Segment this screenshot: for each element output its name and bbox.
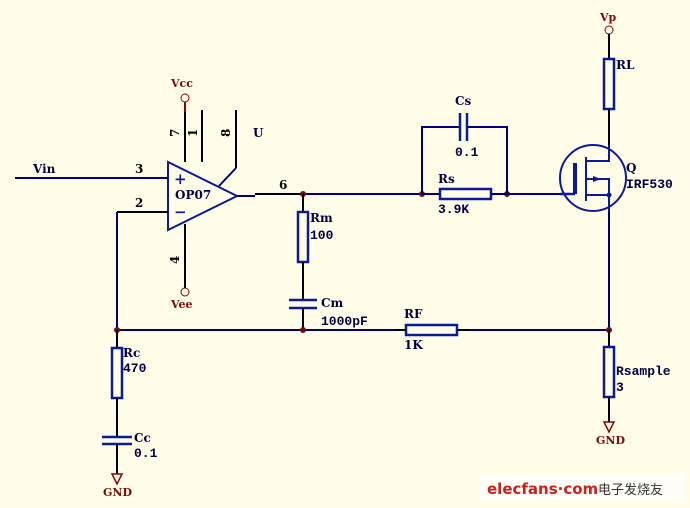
rm-value: 100 — [310, 228, 334, 243]
vee-terminal — [180, 287, 190, 297]
q-ref: Q — [626, 161, 636, 175]
opamp-minus-sign: − — [174, 203, 187, 221]
rf-value: 1K — [404, 338, 423, 352]
mosfet-drain — [586, 145, 610, 162]
rs-value: 3.9K — [438, 202, 469, 217]
opamp-plus-sign: + — [174, 170, 187, 188]
mosfet-arrow — [593, 176, 601, 182]
opamp-triangle — [167, 160, 240, 232]
vcc-terminal — [180, 93, 190, 103]
rm-ref: Rm — [310, 211, 333, 225]
pin8-diag — [218, 167, 237, 187]
vcc-label: Vcc — [170, 77, 193, 90]
gnd-right-label: GND — [596, 434, 625, 447]
rm-resistor — [296, 210, 310, 264]
vin-label: Vin — [32, 162, 56, 176]
mosfet-body-link — [586, 178, 610, 195]
rc-ref: Rc — [123, 346, 140, 360]
cc-value: 0.1 — [134, 446, 158, 461]
rc-resistor — [110, 346, 124, 400]
pin4-number: 4 — [168, 256, 182, 264]
rsample-ref: Rsample — [616, 364, 671, 379]
rs-ref: Rs — [438, 172, 455, 186]
mosfet-source-dot — [606, 192, 612, 198]
gnd-right-icon — [602, 421, 616, 434]
gnd-left-icon — [110, 473, 124, 486]
rsample-value: 3 — [616, 380, 624, 395]
vp-label: Vp — [599, 11, 617, 24]
mosfet-body — [559, 144, 627, 212]
pin8-number: 8 — [219, 129, 233, 137]
vee-label: Vee — [170, 298, 193, 311]
cs-value: 0.1 — [455, 145, 479, 160]
gnd-left-label: GND — [103, 486, 132, 499]
cm-ref: Cm — [321, 296, 344, 310]
rsample-resistor — [602, 345, 616, 399]
rf-ref: RF — [404, 307, 423, 321]
mosfet-q — [559, 144, 627, 212]
rl-resistor — [602, 57, 616, 111]
rl-ref: RL — [616, 58, 635, 72]
rs-resistor — [438, 187, 493, 201]
junction-cm — [300, 327, 306, 333]
cc-ref: Cc — [134, 431, 151, 445]
cs-wire-left — [421, 126, 460, 194]
pin2-number: 2 — [135, 196, 143, 210]
rf-resistor — [404, 323, 459, 337]
watermark-background — [480, 474, 685, 502]
watermark-site: elecfans·com — [487, 480, 598, 498]
cs-ref: Cs — [455, 94, 472, 108]
cm-value: 1000pF — [321, 314, 368, 329]
vp-terminal — [604, 25, 614, 35]
pin6-number: 6 — [279, 178, 287, 192]
cs-wire-right — [467, 126, 508, 194]
pin7-number: 7 — [168, 129, 182, 137]
opamp-ref: U — [253, 126, 264, 140]
pin3-number: 3 — [135, 162, 143, 176]
opamp-name: OP07 — [175, 188, 211, 202]
pin1-number: 1 — [186, 129, 200, 137]
rc-value: 470 — [123, 361, 147, 376]
watermark-chinese: 电子发烧友 — [598, 482, 663, 498]
q-value: IRF530 — [626, 177, 673, 192]
